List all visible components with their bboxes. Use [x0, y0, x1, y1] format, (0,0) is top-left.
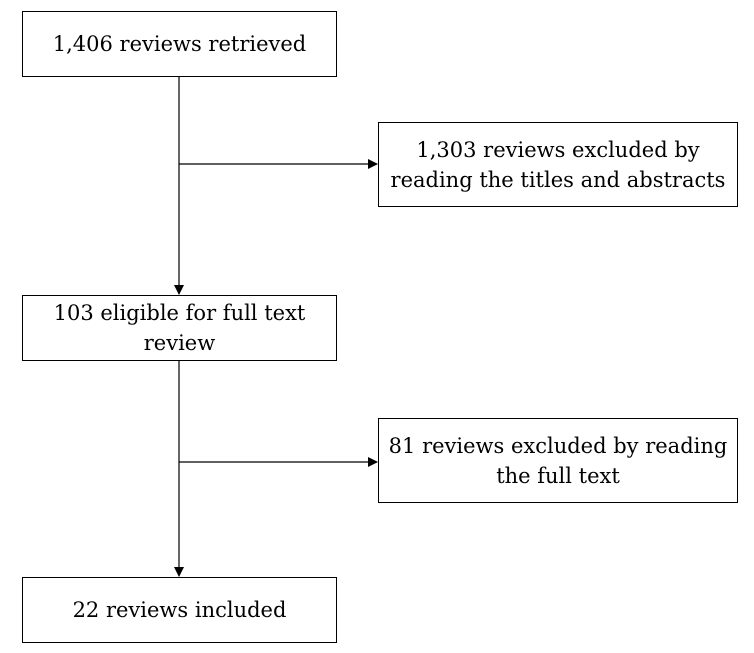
retrieved-box: 1,406 reviews retrieved — [22, 11, 337, 77]
eligible-box: 103 eligible for full text review — [22, 295, 337, 361]
included-box: 22 reviews included — [22, 577, 337, 643]
excluded-abstracts-box: 1,303 reviews excluded by reading the ti… — [378, 122, 738, 207]
excluded-fulltext-box: 81 reviews excluded by reading the full … — [378, 418, 738, 503]
